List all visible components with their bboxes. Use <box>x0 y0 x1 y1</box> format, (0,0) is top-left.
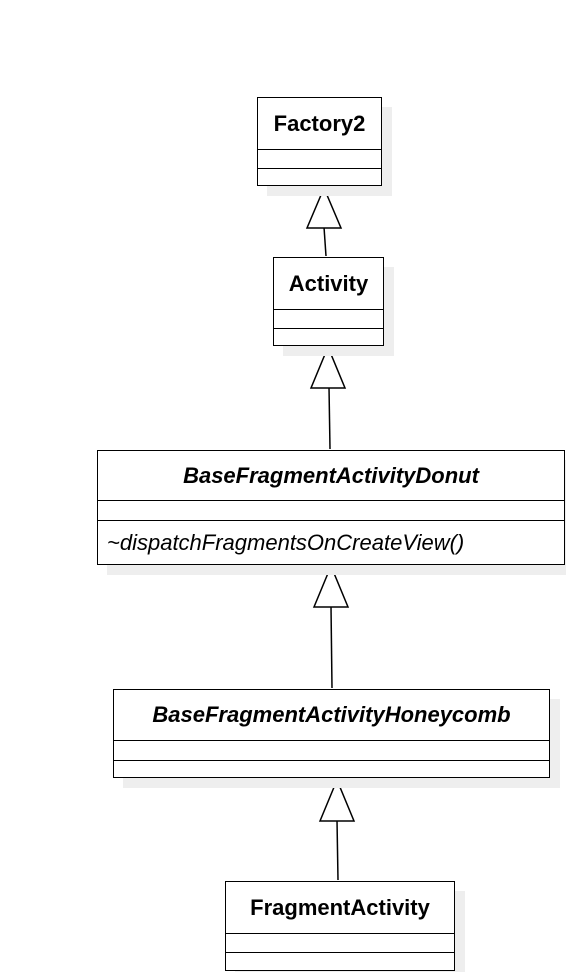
generalization-arrowhead <box>305 186 343 229</box>
class-name: Factory2 <box>258 98 381 150</box>
operations-compartment <box>226 953 454 970</box>
class-box-base-fragment-activity-donut[interactable]: BaseFragmentActivityDonut ~dispatchFragm… <box>97 450 565 565</box>
edge-honeycomb-to-donut-line <box>330 605 333 689</box>
class-box-factory2[interactable]: Factory2 <box>257 97 382 186</box>
attributes-compartment <box>226 934 454 953</box>
attributes-compartment <box>114 741 549 761</box>
class-box-fragment-activity[interactable]: FragmentActivity <box>225 881 455 971</box>
edge-donut-to-activity-line <box>328 386 331 450</box>
attributes-compartment <box>258 150 381 169</box>
operations-compartment <box>274 329 383 345</box>
attributes-compartment <box>274 310 383 329</box>
class-name: BaseFragmentActivityDonut <box>98 451 564 501</box>
operation-dispatch-fragments-on-create-view: ~dispatchFragmentsOnCreateView() <box>107 529 465 555</box>
class-box-activity[interactable]: Activity <box>273 257 384 346</box>
generalization-arrowhead <box>309 345 347 389</box>
generalization-arrowhead <box>312 564 350 608</box>
operations-compartment <box>114 761 549 777</box>
edge-fragment-to-honeycomb-line <box>336 819 339 881</box>
class-name: Activity <box>274 258 383 310</box>
class-name: FragmentActivity <box>226 882 454 934</box>
generalization-arrowhead <box>318 778 356 822</box>
attributes-compartment <box>98 501 564 521</box>
operations-compartment <box>258 169 381 185</box>
operations-compartment: ~dispatchFragmentsOnCreateView() <box>98 521 564 564</box>
class-name: BaseFragmentActivityHoneycomb <box>114 690 549 741</box>
edge-activity-to-factory2-line <box>323 226 327 257</box>
class-box-base-fragment-activity-honeycomb[interactable]: BaseFragmentActivityHoneycomb <box>113 689 550 778</box>
